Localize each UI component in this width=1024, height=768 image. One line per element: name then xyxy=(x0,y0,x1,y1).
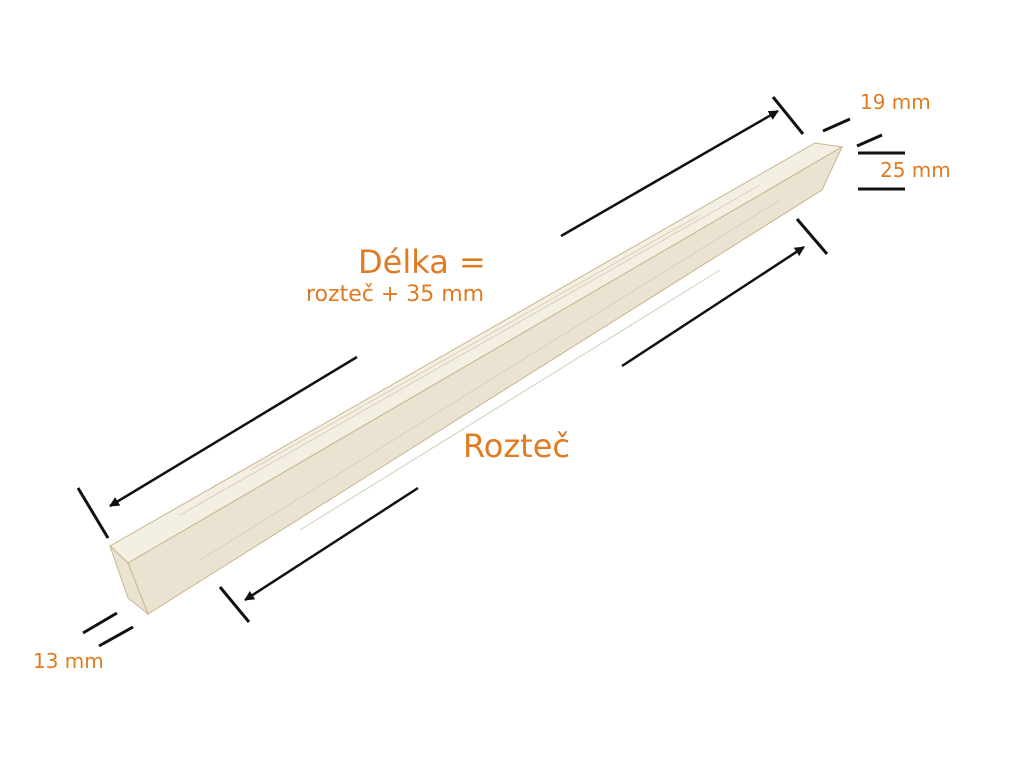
height-dimension xyxy=(858,151,905,191)
length-end-tick xyxy=(771,96,805,135)
thickness-tick xyxy=(82,611,118,635)
slat-end-face xyxy=(109,545,150,616)
pitch-arrow-right xyxy=(621,245,805,368)
pitch-dimension xyxy=(218,218,829,623)
thickness-dimension xyxy=(82,611,134,648)
height-label: 25 mm xyxy=(880,158,951,182)
pitch-end-tick xyxy=(795,218,829,255)
slat-grain-line xyxy=(299,269,721,531)
thickness-label: 13 mm xyxy=(33,649,104,673)
width-dimension xyxy=(822,117,883,148)
length-dimension xyxy=(76,96,805,539)
wooden-slat xyxy=(109,142,844,616)
thickness-tick xyxy=(98,625,134,648)
length-formula-label: rozteč + 35 mm xyxy=(306,282,485,307)
pitch-label: Rozteč xyxy=(463,427,570,465)
width-label: 19 mm xyxy=(860,90,931,114)
pitch-arrow-left xyxy=(244,486,419,602)
width-tick xyxy=(856,133,883,148)
length-arrow-right xyxy=(560,109,779,238)
length-arrow-left xyxy=(109,355,358,508)
pitch-end-tick xyxy=(218,586,251,623)
slat-grain-line xyxy=(199,199,781,561)
slat-grain-line xyxy=(249,214,701,471)
length-label: Délka = xyxy=(358,243,486,281)
length-end-tick xyxy=(76,487,110,539)
slat-top-face xyxy=(109,142,844,564)
slat-grain-line xyxy=(179,184,761,516)
slat-side-face xyxy=(127,145,844,615)
width-tick xyxy=(822,117,851,133)
